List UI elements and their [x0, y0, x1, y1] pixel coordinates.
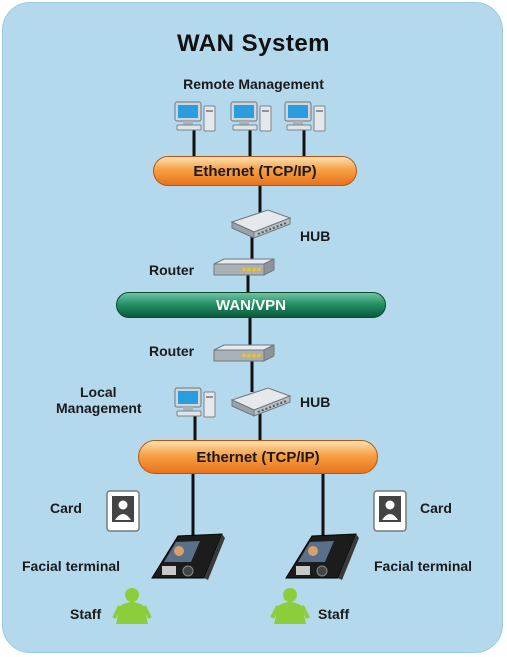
computer-icon [230, 101, 272, 132]
remote-management-label: Remote Management [183, 76, 324, 92]
computer-icon [174, 387, 216, 418]
router-icon [213, 344, 275, 362]
ethernet-bus-top: Ethernet (TCP/IP) [153, 156, 357, 186]
facial-terminal-icon [151, 533, 225, 580]
staff-right-label: Staff [318, 606, 350, 622]
hub-icon [230, 387, 292, 417]
card-reader-icon [373, 490, 407, 532]
hub-icon [230, 209, 292, 239]
ethernet-bus-bottom: Ethernet (TCP/IP) [138, 440, 378, 474]
person-icon [270, 588, 310, 624]
card-reader-icon [106, 490, 140, 532]
diagram-title: WAN System [176, 30, 331, 57]
router-top-label: Router [149, 262, 195, 278]
facial-terminal-icon [285, 533, 359, 580]
card-right-label: Card [420, 500, 452, 516]
computer-icon [284, 101, 326, 132]
local-management-label: Local [80, 384, 117, 400]
staff-left-label: Staff [70, 606, 102, 622]
person-icon [112, 588, 152, 624]
computer-icon [174, 101, 216, 132]
card-left-label: Card [50, 500, 82, 516]
router-icon [213, 258, 275, 276]
router-bottom-label: Router [149, 343, 195, 359]
terminal-right-label: Facial terminal [374, 558, 473, 574]
local-management-label-line2: Management [56, 400, 142, 416]
terminal-left-label: Facial terminal [22, 558, 121, 574]
hub-top-label: HUB [300, 228, 331, 244]
wan-vpn-bus: WAN/VPN [116, 292, 386, 318]
hub-bottom-label: HUB [300, 394, 331, 410]
